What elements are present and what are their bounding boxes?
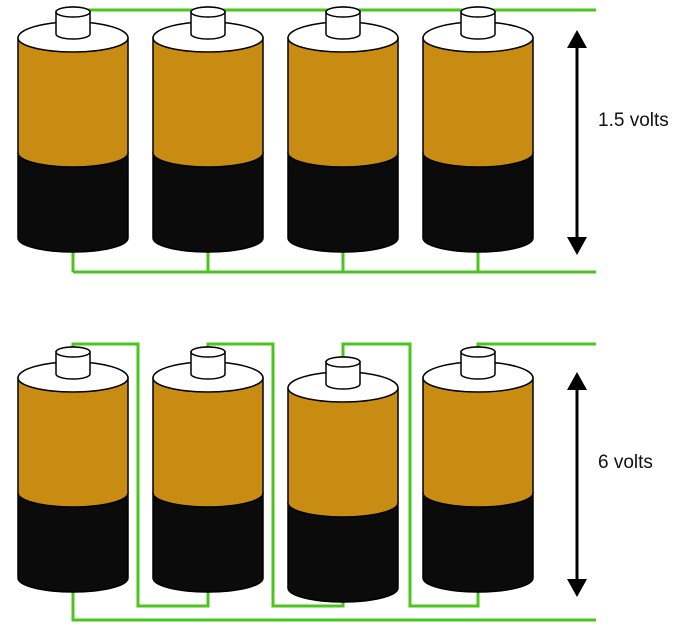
double-headed-arrow-icon: [567, 30, 587, 255]
arrow-head-up: [567, 30, 587, 48]
wire: [341, 342, 480, 608]
wire: [71, 342, 210, 608]
battery-terminal-top: [460, 346, 496, 358]
battery-bottom-half: [17, 152, 129, 253]
battery-top-half: [152, 37, 264, 168]
battery-icon: [422, 6, 534, 253]
arrow-head-up: [567, 372, 587, 390]
battery-bottom-half: [287, 502, 399, 603]
battery-icon: [422, 346, 534, 593]
wire: [71, 584, 596, 622]
battery-icon: [287, 356, 399, 603]
battery-icon: [152, 346, 264, 593]
battery-bottom-half: [17, 492, 129, 593]
battery-terminal-top: [190, 6, 226, 18]
battery-terminal-top: [325, 356, 361, 368]
arrow-head-down: [567, 237, 587, 255]
battery-top-half: [152, 377, 264, 508]
battery-icon: [17, 346, 129, 593]
battery-terminal-top: [325, 6, 361, 18]
battery-terminal-top: [55, 346, 91, 358]
wire: [206, 342, 345, 608]
voltage-arrows: [567, 30, 587, 597]
battery-bottom-half: [287, 152, 399, 253]
parallel-batteries: [17, 6, 534, 253]
battery-bottom-half: [422, 152, 534, 253]
battery-top-half: [287, 37, 399, 168]
battery-terminal-top: [460, 6, 496, 18]
series-wires: [71, 342, 596, 622]
battery-icon: [152, 6, 264, 253]
double-headed-arrow-icon: [567, 372, 587, 597]
battery-terminal-top: [55, 6, 91, 18]
battery-icon: [17, 6, 129, 253]
battery-top-half: [17, 37, 129, 168]
battery-bottom-half: [152, 152, 264, 253]
battery-top-half: [422, 37, 534, 168]
battery-top-half: [287, 387, 399, 518]
battery-icon: [287, 6, 399, 253]
series-voltage-label: 6 volts: [598, 452, 653, 473]
battery-bottom-half: [152, 492, 264, 593]
battery-bottom-half: [422, 492, 534, 593]
battery-top-half: [17, 377, 129, 508]
arrow-head-down: [567, 579, 587, 597]
series-batteries: [17, 346, 534, 603]
battery-terminal-top: [190, 346, 226, 358]
parallel-voltage-label: 1.5 volts: [598, 110, 669, 131]
battery-top-half: [422, 377, 534, 508]
